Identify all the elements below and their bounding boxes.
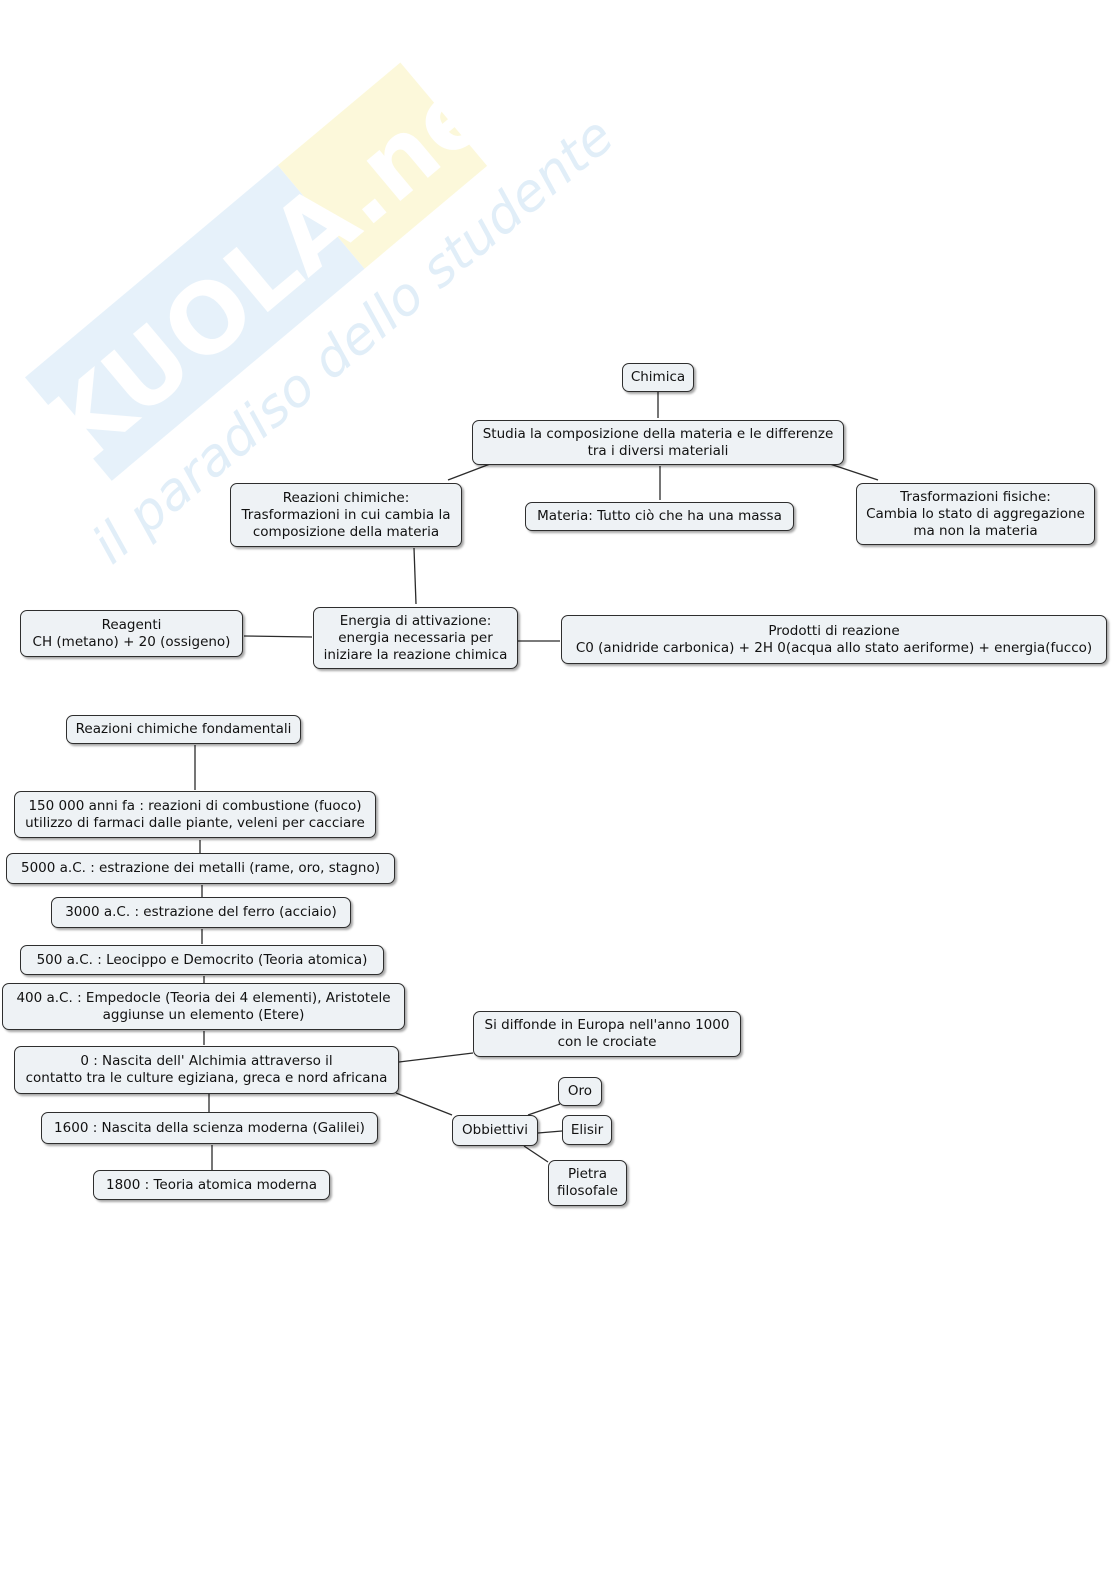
node-label: contatto tra le culture egiziana, greca … xyxy=(25,1070,388,1086)
node-trasformazioni-fisiche: Trasformazioni fisiche: Cambia lo stato … xyxy=(856,483,1095,545)
node-label: Cambia lo stato di aggregazione xyxy=(866,505,1085,522)
node-oro: Oro xyxy=(558,1077,602,1106)
node-label: 400 a.C. : Empedocle (Teoria dei 4 eleme… xyxy=(16,989,391,1006)
node-prodotti: Prodotti di reazione C0 (anidride carbon… xyxy=(561,615,1107,664)
node-pietra-filosofale: Pietra filosofale xyxy=(548,1160,627,1206)
node-label: Energia di attivazione: xyxy=(339,612,492,629)
node-label: ma non la materia xyxy=(913,522,1038,539)
node-label: CH (metano) + 20 (ossigeno) xyxy=(32,633,231,650)
connector xyxy=(395,1092,453,1116)
node-label: Reagenti xyxy=(101,616,162,633)
node-label: 1800 : Teoria atomica moderna xyxy=(105,1176,317,1193)
node-label: C0 (anidride carbonica) + 2H 0(acqua all… xyxy=(575,639,1093,656)
node-label: filosofale xyxy=(557,1183,618,1199)
node-energia-attivazione: Energia di attivazione: energia necessar… xyxy=(313,607,518,669)
connector xyxy=(527,1103,561,1116)
node-label: Trasformazioni fisiche: xyxy=(900,488,1051,505)
connector xyxy=(447,463,491,481)
node-label: iniziare la reazione chimica xyxy=(323,646,508,663)
node-label: Studia la composizione della materia e l… xyxy=(482,425,834,442)
node-label: utilizzo di farmaci dalle piante, veleni… xyxy=(25,814,365,831)
node-label: 5000 a.C. : estrazione dei metalli (rame… xyxy=(21,860,380,876)
node-1800: 1800 : Teoria atomica moderna xyxy=(93,1170,330,1200)
node-label: aggiunse un elemento (Etere) xyxy=(102,1006,305,1023)
node-elisir: Elisir xyxy=(562,1115,612,1145)
node-label: Oro xyxy=(567,1083,593,1099)
node-label: Materia: Tutto ciò che ha una massa xyxy=(537,508,782,524)
node-chimica: Chimica xyxy=(622,363,694,392)
connector xyxy=(523,1145,549,1163)
node-label: 3000 a.C. : estrazione del ferro (acciai… xyxy=(65,904,337,920)
node-europa: Si diffonde in Europa nell'anno 1000 con… xyxy=(473,1011,741,1057)
node-500: 500 a.C. : Leocippo e Democrito (Teoria … xyxy=(20,945,384,975)
node-label: Obbiettivi xyxy=(462,1122,528,1138)
node-label: Prodotti di reazione xyxy=(768,622,900,639)
node-label: 1600 : Nascita della scienza moderna (Ga… xyxy=(54,1119,365,1136)
node-label: Reazioni chimiche fondamentali xyxy=(75,721,292,737)
node-studia: Studia la composizione della materia e l… xyxy=(472,420,844,465)
node-reazioni-chimiche: Reazioni chimiche: Trasformazioni in cui… xyxy=(230,483,462,547)
node-label: 500 a.C. : Leocippo e Democrito (Teoria … xyxy=(36,951,368,968)
node-label: Pietra xyxy=(567,1166,608,1182)
node-label: con le crociate xyxy=(557,1034,657,1050)
node-150000: 150 000 anni fa : reazioni di combustion… xyxy=(14,791,376,838)
node-label: 0 : Nascita dell' Alchimia attraverso il xyxy=(80,1053,333,1069)
connector xyxy=(829,463,879,481)
connector xyxy=(398,1052,474,1063)
connector xyxy=(537,1130,563,1134)
node-alchimia: 0 : Nascita dell' Alchimia attraverso il… xyxy=(14,1046,399,1094)
node-label: composizione della materia xyxy=(252,523,440,540)
node-1600: 1600 : Nascita della scienza moderna (Ga… xyxy=(41,1112,378,1144)
node-5000: 5000 a.C. : estrazione dei metalli (rame… xyxy=(6,853,395,884)
node-reazioni-fondamentali: Reazioni chimiche fondamentali xyxy=(66,715,301,744)
node-400: 400 a.C. : Empedocle (Teoria dei 4 eleme… xyxy=(2,983,405,1030)
node-label: 150 000 anni fa : reazioni di combustion… xyxy=(28,797,362,814)
node-label: tra i diversi materiali xyxy=(587,442,729,459)
node-label: Chimica xyxy=(630,369,686,385)
connector xyxy=(243,635,313,638)
node-obbiettivi: Obbiettivi xyxy=(452,1115,538,1146)
node-label: Reazioni chimiche: xyxy=(282,489,410,506)
node-label: Si diffonde in Europa nell'anno 1000 xyxy=(484,1017,730,1033)
node-materia: Materia: Tutto ciò che ha una massa xyxy=(525,502,794,531)
node-label: energia necessaria per xyxy=(338,629,493,646)
node-reagenti: Reagenti CH (metano) + 20 (ossigeno) xyxy=(20,610,243,657)
connector xyxy=(413,547,417,605)
node-label: Elisir xyxy=(570,1121,604,1138)
node-label: Trasformazioni in cui cambia la xyxy=(241,506,451,523)
node-3000: 3000 a.C. : estrazione del ferro (acciai… xyxy=(51,897,351,928)
